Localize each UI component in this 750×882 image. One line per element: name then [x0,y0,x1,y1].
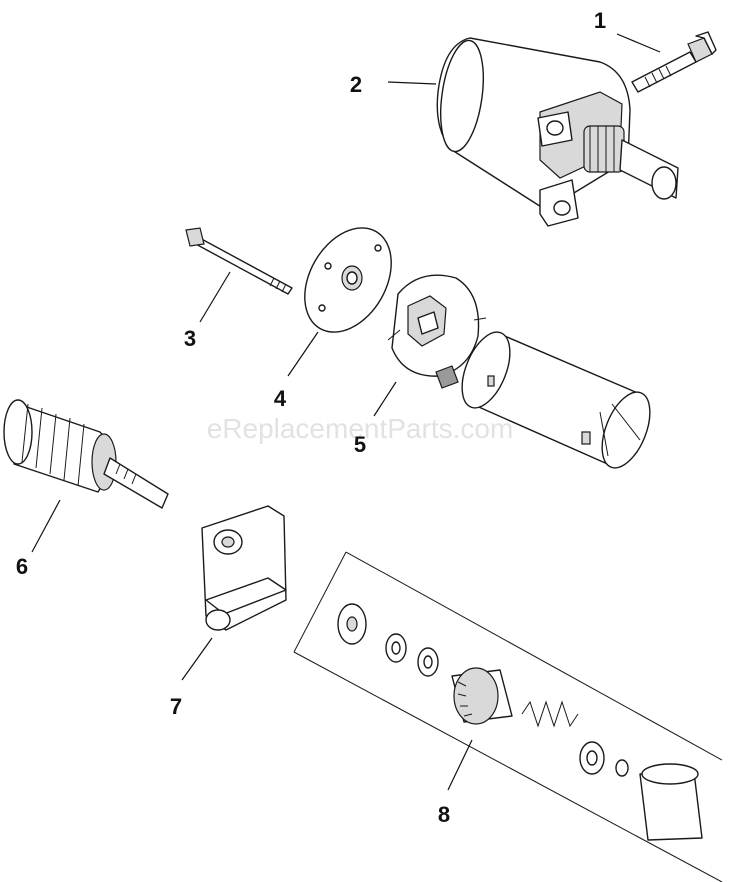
leader-2 [387,81,437,85]
callout-4: 4 [274,386,287,411]
callout-1: 1 [594,8,606,33]
part-bolt [631,31,717,93]
leader-4 [287,331,319,377]
callout-8: 8 [438,802,450,827]
leader-1 [616,33,661,53]
part-end-cap-plate [304,227,392,333]
callout-7: 7 [170,694,182,719]
leader-6 [31,499,61,553]
leader-5 [373,381,397,417]
callout-2: 2 [350,72,362,97]
part-drive-kit [293,551,723,882]
callout-6: 6 [16,554,28,579]
leader-3 [199,271,231,323]
part-drive-end-bracket [201,505,287,631]
watermark-text: eReplacementParts.com [207,413,514,444]
part-brush-holder [387,274,487,389]
callout-5: 5 [354,432,366,457]
part-armature [3,399,169,509]
part-starter-housing [436,37,679,227]
leader-8 [447,739,473,791]
part-through-bolt [185,227,293,295]
callout-3: 3 [184,326,196,351]
leader-7 [181,637,213,681]
part-field-frame [461,331,651,469]
